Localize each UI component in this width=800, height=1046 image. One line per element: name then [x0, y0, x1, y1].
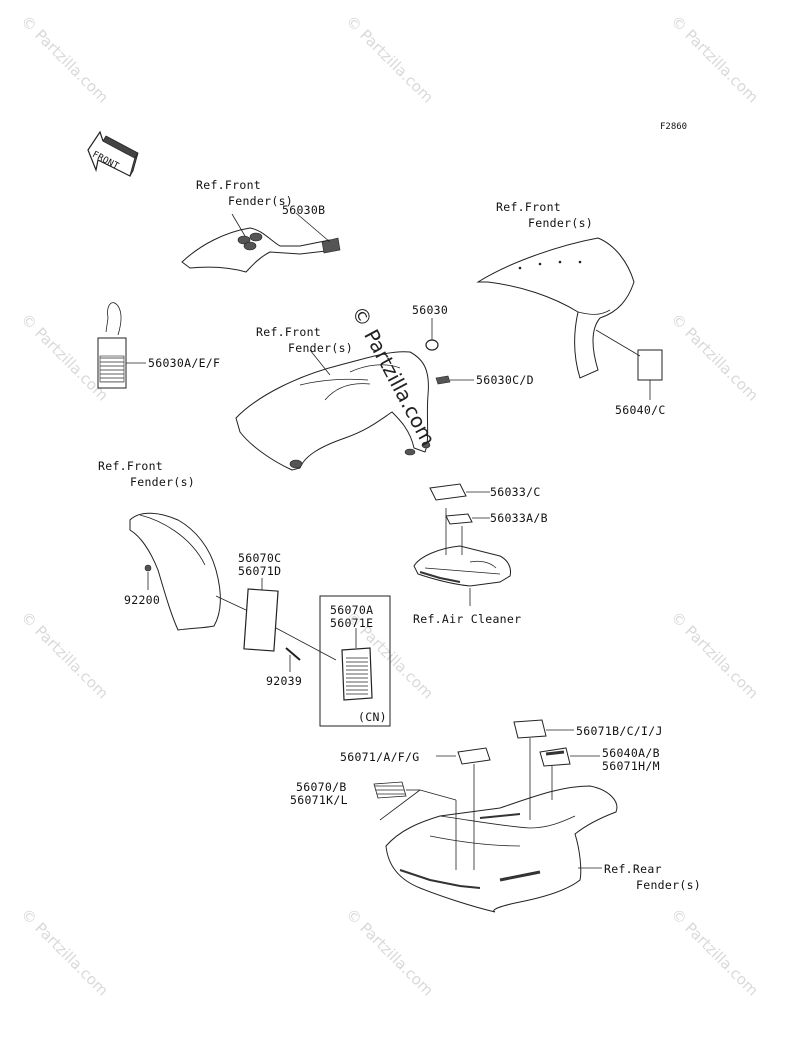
part-92200: 92200	[124, 593, 161, 607]
part-56071e: 56071E	[330, 616, 374, 630]
part-56030aef: 56030A/E/F	[148, 356, 221, 370]
figure-code: F2860	[660, 122, 688, 132]
front-arrow-icon	[87, 130, 139, 177]
front-fender-side	[129, 512, 301, 661]
ref-front-fender-4: Ref.Front	[98, 459, 164, 473]
ref-front-fender-3: Ref.Front	[256, 325, 322, 339]
ref-front-fender-1-line2: Fender(s)	[228, 194, 294, 208]
part-92039: 92039	[266, 674, 303, 688]
part-56071afg: 56071/A/F/G	[340, 750, 420, 764]
air-cleaner	[413, 483, 511, 587]
hang-tag	[97, 302, 127, 389]
part-56030cd: 56030C/D	[476, 373, 534, 387]
rear-fender	[373, 719, 618, 913]
cn-label	[341, 647, 373, 701]
ref-front-fender-1: Ref.Front	[196, 178, 262, 192]
front-fender-small	[181, 227, 341, 273]
front-fender-right	[476, 237, 663, 381]
cn-marker: (CN)	[358, 710, 387, 724]
part-56030b: 56030B	[282, 203, 326, 217]
ref-front-fender-4-line2: Fender(s)	[130, 475, 196, 489]
part-56030: 56030	[412, 303, 449, 317]
part-56070a: 56070A	[330, 603, 374, 617]
ref-air-cleaner: Ref.Air Cleaner	[413, 612, 522, 626]
ref-rear-fender-line2: Fender(s)	[636, 878, 702, 892]
part-56070b: 56070/B	[296, 780, 347, 794]
part-56033ab: 56033A/B	[490, 511, 548, 525]
part-56071d: 56071D	[238, 564, 282, 578]
ref-front-fender-2: Ref.Front	[496, 200, 562, 214]
part-56071hm: 56071H/M	[602, 759, 660, 773]
cn-variant-box	[319, 595, 391, 727]
ref-front-fender-3-line2: Fender(s)	[288, 341, 354, 355]
part-56040ab: 56040A/B	[602, 746, 660, 760]
ref-front-fender-2-line2: Fender(s)	[528, 216, 594, 230]
part-56071bcij: 56071B/C/I/J	[576, 724, 663, 738]
ref-rear-fender: Ref.Rear	[604, 862, 662, 876]
part-56040c: 56040/C	[615, 403, 666, 417]
part-56033c: 56033/C	[490, 485, 541, 499]
part-56070c: 56070C	[238, 551, 282, 565]
part-56071kl: 56071K/L	[290, 793, 348, 807]
